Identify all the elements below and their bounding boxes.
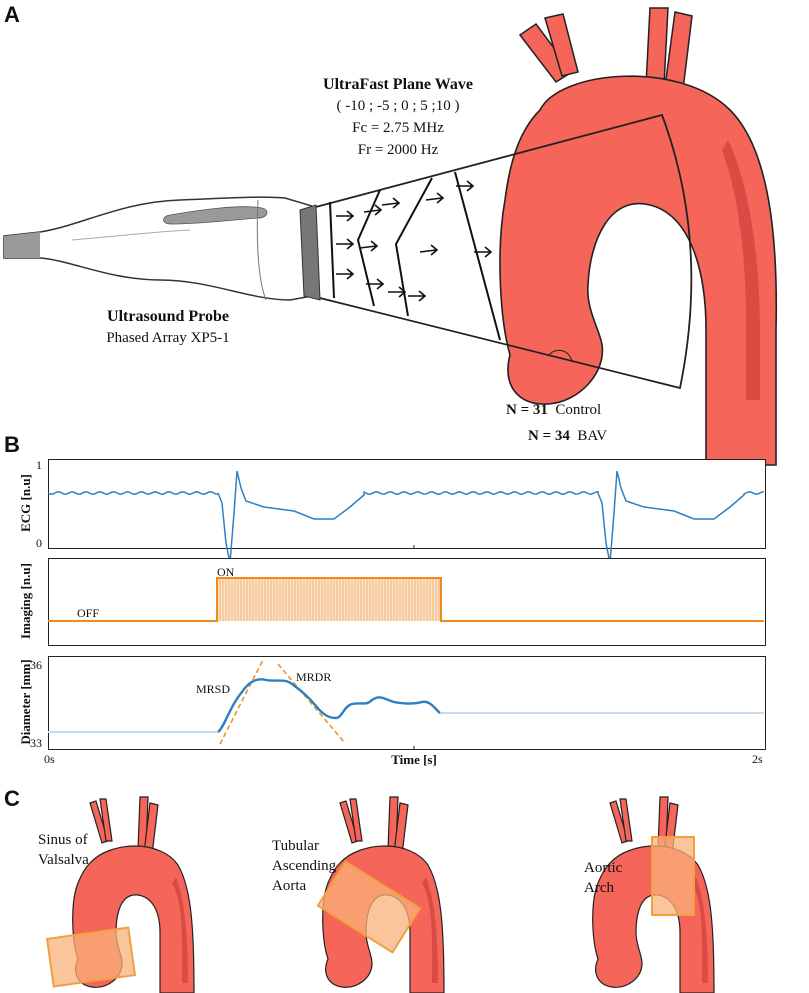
n-control-count: N = 31 <box>506 402 548 418</box>
region-tubular-line2: Ascending <box>272 858 337 874</box>
imaging-trace-svg <box>48 577 764 622</box>
n-control: N = 31 Control <box>506 402 601 419</box>
n-bav: N = 34 BAV <box>528 428 607 445</box>
xaxis-label: Time [s] <box>391 752 437 767</box>
panel-a-letter: A <box>4 2 20 27</box>
n-control-label: Control <box>555 402 602 418</box>
aorta-illustration-large <box>3 7 778 466</box>
ecg-trace-svg <box>47 470 765 564</box>
diameter-ytick-top: 36 <box>30 658 42 672</box>
ecg-ytick-top: 1 <box>36 458 42 472</box>
region-arch-label: Aortic Arch <box>584 858 622 898</box>
frame-rate: Fr = 2000 Hz <box>357 142 439 158</box>
region-tubular-line3: Aorta <box>272 878 307 894</box>
probe-model: Phased Array XP5-1 <box>106 330 230 346</box>
imaging-on-label: ON <box>217 565 235 579</box>
aorta-region-illustrations <box>45 796 715 993</box>
region-tubular-line1: Tubular <box>272 838 319 854</box>
panel-b-letter: B <box>4 432 20 457</box>
diameter-trace-svg <box>48 659 764 750</box>
diameter-trace <box>217 678 441 733</box>
mrdr-label: MRDR <box>296 670 332 684</box>
region-arch-line2: Arch <box>584 880 614 896</box>
imaging-trace <box>48 577 764 622</box>
mrsd-label: MRSD <box>196 682 231 696</box>
n-bav-label: BAV <box>577 428 608 444</box>
imaging-ylabel: Imaging [n.u] <box>18 563 33 639</box>
ecg-plot <box>48 459 766 549</box>
xaxis-end: 2s <box>752 752 763 766</box>
ecg-ylabel: ECG [n.u] <box>18 474 33 532</box>
probe-title: Ultrasound Probe <box>107 308 229 325</box>
wave-angles: ( -10 ; -5 ; 0 ; 5 ;10 ) <box>336 98 460 114</box>
region-sinus-line2: Valsalva <box>38 852 89 868</box>
xaxis-start: 0s <box>44 752 55 766</box>
region-sinus-label: Sinus of Valsalva <box>38 830 89 870</box>
region-sinus-line1: Sinus of <box>38 832 88 848</box>
diameter-ytick-bottom: 33 <box>30 736 42 750</box>
imaging-off-label: OFF <box>77 606 100 620</box>
region-tubular-label: Tubular Ascending Aorta <box>272 836 336 896</box>
region-arch-line1: Aortic <box>584 860 623 876</box>
center-frequency: Fc = 2.75 MHz <box>352 120 444 136</box>
ecg-ytick-bottom: 0 <box>36 536 42 550</box>
ecg-trace <box>47 470 765 564</box>
panel-c-letter: C <box>4 786 20 811</box>
n-bav-count: N = 34 <box>528 428 570 444</box>
wave-title: UltraFast Plane Wave <box>323 76 473 93</box>
